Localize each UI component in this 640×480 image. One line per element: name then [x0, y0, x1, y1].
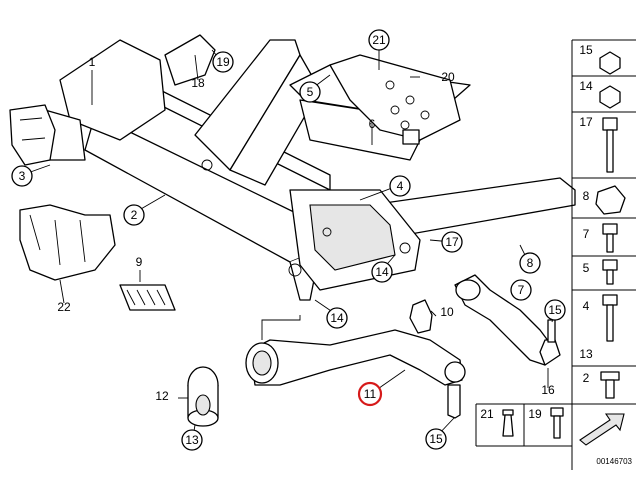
bottom-hardware-row: 21 19: [475, 403, 572, 447]
callout-13[interactable]: 13: [181, 429, 203, 451]
callout-22-label: 22: [57, 300, 71, 314]
document-number: 00146703: [596, 457, 632, 466]
flange-nut-icon: [599, 85, 621, 109]
callout-10[interactable]: 10: [440, 305, 454, 319]
sidebar-label-2: 2: [583, 371, 590, 385]
callout-7-label: 7: [518, 283, 525, 297]
front-axle-carrier: [44, 39, 576, 301]
sidebar-label-8: 8: [583, 189, 590, 203]
callout-20-label: 20: [441, 70, 455, 84]
callout-18[interactable]: 18: [191, 76, 205, 90]
grille-part: [119, 284, 176, 311]
rubber-mount: [187, 366, 219, 427]
callout-1[interactable]: 1: [89, 55, 96, 69]
left-bracket: [9, 104, 56, 166]
sidebar-label-13: 13: [579, 347, 593, 361]
callout-6-label: 6: [369, 117, 376, 131]
callout-7[interactable]: 7: [510, 279, 532, 301]
callout-15a[interactable]: 15: [544, 299, 566, 321]
screw-icon: [550, 407, 564, 439]
callout-3-label: 3: [19, 169, 26, 183]
callout-16-label: 16: [541, 383, 555, 397]
callout-14a-label: 14: [330, 311, 344, 325]
callout-11[interactable]: 11: [357, 381, 383, 407]
callout-2[interactable]: 2: [123, 204, 145, 226]
callout-14a[interactable]: 14: [326, 307, 348, 329]
callout-14b[interactable]: 14: [371, 261, 393, 283]
push-rivet-icon: [502, 409, 514, 437]
bottom-label-19: 19: [528, 407, 542, 421]
hex-bolt-icon: [602, 223, 618, 253]
callout-9[interactable]: 9: [136, 255, 143, 269]
sidebar-label-17: 17: [579, 115, 593, 129]
callout-5-label: 5: [307, 85, 314, 99]
callout-12[interactable]: 12: [155, 389, 169, 403]
underride-plate: [329, 54, 461, 145]
long-bolt-icon: [602, 117, 618, 173]
callout-21[interactable]: 21: [368, 29, 390, 51]
callout-13-label: 13: [185, 433, 199, 447]
short-bolt-icon: [602, 259, 618, 285]
heat-shield: [19, 204, 116, 281]
callout-5[interactable]: 5: [299, 81, 321, 103]
callout-15b-label: 15: [429, 432, 443, 446]
tension-strut: [454, 274, 561, 366]
callout-4[interactable]: 4: [389, 175, 411, 197]
medium-bolt-icon: [602, 294, 618, 342]
small-bracket: [164, 34, 216, 86]
control-arm: [245, 329, 466, 419]
callout-3[interactable]: 3: [11, 165, 33, 187]
callout-19-label: 19: [216, 55, 230, 69]
direction-arrow-icon: [579, 413, 625, 446]
sidebar-label-5: 5: [583, 261, 590, 275]
callout-20[interactable]: 20: [441, 70, 455, 84]
callout-17[interactable]: 17: [441, 231, 463, 253]
callout-14b-label: 14: [375, 265, 389, 279]
callout-8[interactable]: 8: [519, 252, 541, 274]
bottom-label-21: 21: [480, 407, 494, 421]
callout-17-label: 17: [445, 235, 459, 249]
callout-11-label: 11: [364, 387, 377, 401]
nut-icon: [599, 51, 621, 75]
sidebar-label-4: 4: [583, 299, 590, 313]
callout-12-label: 12: [155, 389, 169, 403]
callout-22[interactable]: 22: [57, 300, 71, 314]
hardware-sidebar: 15 14 17 8 7 5 4: [571, 39, 636, 470]
callout-10-label: 10: [440, 305, 454, 319]
callout-16[interactable]: 16: [541, 383, 555, 397]
clip-nut-icon: [595, 185, 626, 215]
sidebar-label-7: 7: [583, 227, 590, 241]
callout-15b[interactable]: 15: [425, 428, 447, 450]
bushing-10: [409, 299, 433, 334]
callout-9-label: 9: [136, 255, 143, 269]
callout-19[interactable]: 19: [212, 51, 234, 73]
sidebar-label-15: 15: [579, 43, 593, 57]
callout-18-label: 18: [191, 76, 205, 90]
callout-6[interactable]: 6: [369, 117, 376, 131]
callout-4-label: 4: [397, 179, 404, 193]
flange-bolt-icon: [600, 371, 620, 399]
callout-1-label: 1: [89, 55, 96, 69]
sidebar-label-14: 14: [579, 79, 593, 93]
callout-21-label: 21: [372, 33, 386, 47]
callout-15a-label: 15: [548, 303, 562, 317]
callout-2-label: 2: [131, 208, 138, 222]
callout-8-label: 8: [527, 256, 534, 270]
